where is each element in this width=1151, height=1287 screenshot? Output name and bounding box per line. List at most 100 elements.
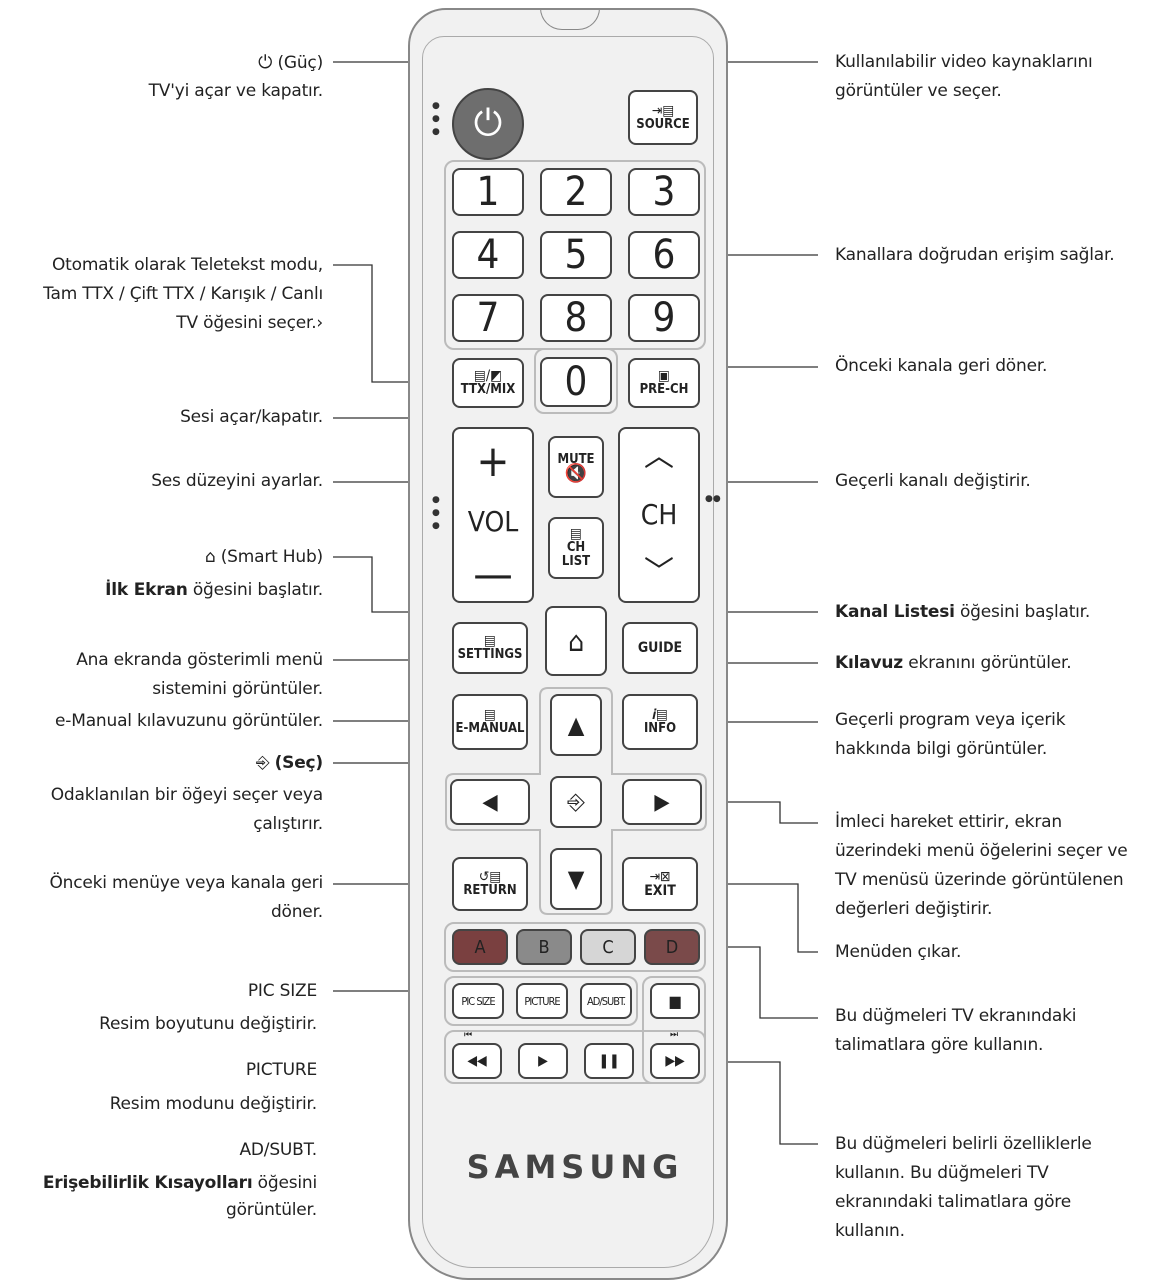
- stop-button[interactable]: ■: [650, 983, 700, 1019]
- fast-forward-icon: ▶▶: [665, 1053, 685, 1069]
- power-button[interactable]: ⏻: [452, 88, 524, 160]
- ch-tactile-dots: ●●: [705, 494, 721, 504]
- digit-2-button[interactable]: 2: [540, 168, 612, 216]
- return-button[interactable]: ↺▤ RETURN: [452, 857, 528, 911]
- exit-button[interactable]: ⇥⊠ EXIT: [622, 857, 698, 911]
- zero-group: [534, 348, 618, 414]
- home-icon: ⌂: [204, 547, 216, 567]
- emanual-desc: e-Manual kılavuzunu görüntüler.: [55, 711, 323, 731]
- chevron-down-icon: ﹀: [644, 554, 674, 590]
- samsung-logo: SAMSUNG: [466, 1148, 684, 1186]
- picsize-desc: Resim boyutunu değiştirir.: [99, 1014, 317, 1034]
- dpad-outline: [445, 687, 707, 915]
- digit-0-button[interactable]: 0: [540, 357, 612, 407]
- ch-list-button[interactable]: ▤ CH LIST: [548, 517, 604, 579]
- select-button[interactable]: ⎆: [550, 776, 602, 828]
- media-desc-3: ekranındaki talimatlara göre: [835, 1192, 1071, 1212]
- power-desc: TV'yi açar ve kapatır.: [148, 81, 324, 101]
- nav-desc-2: üzerindeki menü öğelerini seçer ve: [835, 841, 1128, 861]
- adsubt-title: AD/SUBT.: [239, 1140, 317, 1160]
- return-desc-1: Önceki menüye veya kanala geri: [49, 873, 324, 893]
- picture-title: PICTURE: [245, 1060, 317, 1080]
- guide-button[interactable]: GUIDE: [622, 622, 698, 674]
- pause-icon: ❚❚: [598, 1053, 620, 1069]
- prech-icon: ▣: [658, 368, 670, 384]
- play-button[interactable]: ▶: [518, 1043, 568, 1079]
- digit-5-button[interactable]: 5: [540, 231, 612, 279]
- settings-icon: ▤: [484, 633, 496, 649]
- arrow-up-icon: ▲: [567, 711, 585, 739]
- down-button[interactable]: ▼: [550, 848, 602, 910]
- power-icon: ⏻: [258, 52, 273, 73]
- up-button[interactable]: ▲: [550, 694, 602, 756]
- color-d-button[interactable]: D: [644, 929, 700, 965]
- pic-size-button[interactable]: PIC SIZE: [452, 983, 504, 1019]
- ttx-desc-3: TV öğesini seçer.›: [176, 313, 323, 333]
- source-button[interactable]: ⇥▤ SOURCE: [628, 90, 698, 145]
- power-icon: ⏻: [473, 103, 503, 144]
- ttx-mix-button[interactable]: ▤/◩ TTX/MIX: [452, 358, 524, 408]
- media-desc-2: kullanın. Bu düğmeleri TV: [835, 1163, 1049, 1183]
- remote-inner-panel: [422, 36, 714, 1268]
- digit-9-button[interactable]: 9: [628, 294, 700, 342]
- digit-7-button[interactable]: 7: [452, 294, 524, 342]
- pre-ch-button[interactable]: ▣ PRE-CH: [628, 358, 700, 408]
- adsubt-desc-2: görüntüler.: [226, 1200, 317, 1220]
- minus-icon: —: [473, 549, 513, 601]
- exit-icon: ⇥⊠: [649, 869, 671, 885]
- stop-icon: ■: [668, 991, 682, 1011]
- digit-6-button[interactable]: 6: [628, 231, 700, 279]
- fast-forward-button[interactable]: ▶▶: [650, 1043, 700, 1079]
- color-c-button[interactable]: C: [580, 929, 636, 965]
- color-desc-1: Bu düğmeleri TV ekranındaki: [835, 1006, 1077, 1026]
- right-button[interactable]: ▶: [622, 779, 702, 825]
- home-button[interactable]: ⌂: [545, 606, 607, 676]
- color-desc-2: talimatlara göre kullanın.: [835, 1035, 1044, 1055]
- channel-desc: Geçerli kanalı değiştirir.: [835, 471, 1031, 491]
- settings-button[interactable]: ▤ SETTINGS: [452, 622, 528, 674]
- skip-back-icon: ⏮: [464, 1030, 473, 1040]
- nav-desc-3: TV menüsü üzerinde görüntülenen: [835, 870, 1124, 890]
- left-button[interactable]: ◀: [450, 779, 530, 825]
- source-icon: ⇥▤: [651, 102, 675, 119]
- volume-rocker[interactable]: + VOL —: [452, 427, 534, 603]
- info-button[interactable]: 𝒊▤ INFO: [622, 694, 698, 750]
- settings-desc-1: Ana ekranda gösterimli menü: [76, 650, 323, 670]
- skip-forward-icon: ⏭: [670, 1030, 679, 1040]
- digit-1-button[interactable]: 1: [452, 168, 524, 216]
- digit-3-button[interactable]: 3: [628, 168, 700, 216]
- tactile-dots: ●●●: [432, 101, 440, 137]
- arrow-right-icon: ▶: [654, 789, 670, 815]
- picture-button[interactable]: PICTURE: [516, 983, 568, 1019]
- ttx-desc-1: Otomatik olarak Teletekst modu,: [51, 255, 323, 275]
- color-a-button[interactable]: A: [452, 929, 508, 965]
- return-icon: ↺▤: [478, 869, 502, 885]
- ttx-icon: ▤/◩: [473, 368, 503, 384]
- mute-desc: Sesi açar/kapatır.: [180, 407, 323, 427]
- pause-button[interactable]: ❚❚: [584, 1043, 634, 1079]
- color-b-button[interactable]: B: [516, 929, 572, 965]
- channel-rocker[interactable]: ︿ CH ﹀: [618, 427, 700, 603]
- home-icon: ⌂: [568, 624, 584, 658]
- return-desc-2: döner.: [270, 902, 323, 922]
- digit-4-button[interactable]: 4: [452, 231, 524, 279]
- volume-desc: Ses düzeyini ayarlar.: [151, 471, 323, 491]
- ad-subt-button[interactable]: AD/SUBT.: [580, 983, 632, 1019]
- prech-desc: Önceki kanala geri döner.: [835, 356, 1048, 376]
- chlist-desc: Kanal Listesi öğesini başlatır.: [835, 602, 1091, 622]
- plus-icon: +: [476, 435, 510, 487]
- media-desc-1: Bu düğmeleri belirli özelliklerle: [835, 1134, 1092, 1154]
- numbers-desc: Kanallara doğrudan erişim sağlar.: [835, 245, 1115, 265]
- rewind-button[interactable]: ◀◀: [452, 1043, 502, 1079]
- ttx-desc-2: Tam TTX / Çift TTX / Karışık / Canlı: [43, 284, 323, 304]
- media-desc-4: kullanın.: [835, 1221, 905, 1241]
- emanual-icon: ▤: [484, 707, 496, 723]
- arrow-down-icon: ▼: [567, 865, 585, 893]
- info-desc-2: hakkında bilgi görüntüler.: [835, 739, 1048, 759]
- nav-desc-4: değerleri değiştirir.: [835, 899, 993, 919]
- mute-button[interactable]: MUTE 🔇: [548, 436, 604, 498]
- e-manual-button[interactable]: ▤ E-MANUAL: [452, 694, 528, 750]
- arrow-left-icon: ◀: [482, 789, 498, 815]
- chevron-up-icon: ︿: [644, 439, 674, 475]
- digit-8-button[interactable]: 8: [540, 294, 612, 342]
